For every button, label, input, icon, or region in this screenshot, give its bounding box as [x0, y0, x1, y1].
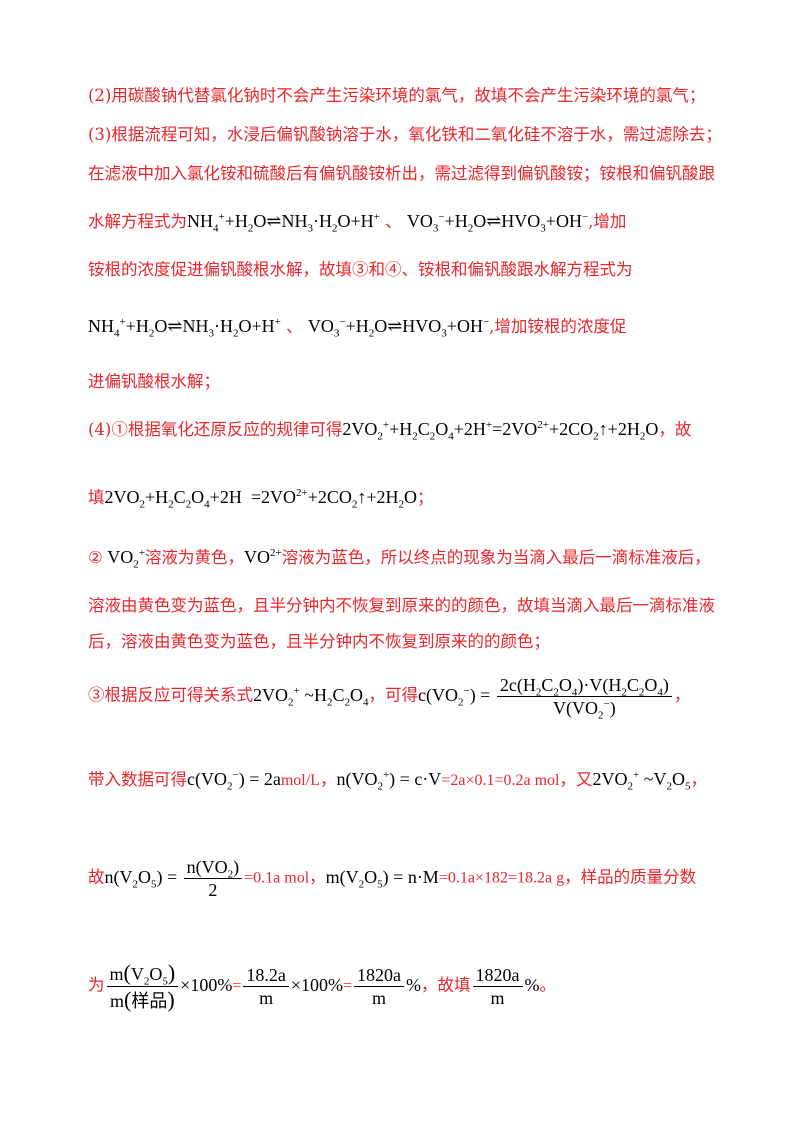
p3-line3-tail: ,增加 [588, 212, 627, 231]
p4b-line2-text: 溶液由黄色变为蓝色，且半分钟内不恢复到原来的的颜色，故填当滴入最后一滴标准液 [88, 596, 715, 615]
mass-fraction-formula: m(V2O5)m(样品)×100% [105, 962, 233, 1011]
p3-line1-text: (3)根据流程可知，水浸后偏钒酸钠溶于水，氧化铁和二氧化硅不溶于水，需过滤除去； [88, 125, 722, 144]
percent-a: % [406, 974, 422, 995]
paragraph-3-line-6: 进偏钒酸根水解； [88, 372, 740, 391]
ammonium-hydrolysis-equation-repeat: NH4++H2O⇌NH3·H2O+H+ [88, 316, 281, 340]
mass-formula: m(V2O5) = n·M [325, 866, 439, 891]
relation-v2o5: 2VO2+ ~V2O5 [592, 769, 691, 793]
concentration-value: c(VO2−) = 2a [187, 769, 281, 793]
p4b-line3-text: 后，溶液由黄色变为蓝色，且半分钟内不恢复到原来的的颜色； [88, 632, 550, 651]
p4c-line1-lead: ③根据反应可得关系式 [88, 685, 253, 705]
paragraph-4c-line-3: 故n(V2O5) = n(VO2)2=0.1a mol，m(V2O5) = n·… [88, 858, 740, 899]
relation-formula: 2VO2+ ~H2C2O4 [253, 684, 369, 709]
p4c-line4-lead: 为 [88, 975, 105, 995]
vo-2plus-ion: VO2+ [244, 547, 282, 567]
p4c-line2-unit: mol/L [280, 772, 320, 789]
p3-line3-lead: 水解方程式为 [88, 212, 187, 231]
sample-label: 样品 [131, 991, 168, 1011]
v2o5-moles-fraction: n(VO2)2 [183, 858, 243, 899]
p3-line5-sep: 、 [286, 317, 303, 336]
p3-line3-sep: 、 [385, 212, 402, 231]
p4b-line1-mid1: 溶液为黄色， [145, 548, 245, 567]
paragraph-4c-line-2: 带入数据可得c(VO2−) = 2amol/L，n(VO2+) = c·V=2a… [88, 769, 740, 793]
paragraph-4-line-1: (4)①根据氧化还原反应的规律可得2VO2++H2C2O4+2H+=2VO2++… [88, 419, 740, 443]
p4b-line1-lead: ② [88, 548, 103, 567]
vo2-plus-ion: VO2+ [102, 547, 146, 571]
p4c-line4-eq1: = [232, 977, 242, 995]
times-100-b: ×100% [290, 974, 344, 995]
p4c-line1-tail: ， [673, 685, 691, 705]
p3-line6-text: 进偏钒酸根水解； [88, 372, 220, 391]
moles-formula: n(VO2+) = c·V [336, 769, 442, 793]
redox-equation: 2VO2++H2C2O4+2H+=2VO2++2CO2↑+2H2O [342, 419, 659, 443]
paragraph-4-line-2: 填2VO2+H2C2O4+2H =2VO2++2CO2↑+2H2O； [88, 487, 740, 511]
p4-line1-lead: (4)①根据氧化还原反应的规律可得 [88, 420, 343, 439]
p2-text: (2)用碳酸钠代替氯化钠时不会产生污染环境的氯气，故填不会产生污染环境的氯气； [88, 86, 706, 105]
p4c-line3-lead: 故 [88, 867, 105, 887]
percent-b: % [524, 974, 540, 995]
p4c-line2-calc: =2a×0.1=0.2a mol [441, 772, 560, 789]
p4-line2-tail: ； [417, 488, 434, 507]
paragraph-3-line-5: NH4++H2O⇌NH3·H2O+H+ 、 VO3−+H2O⇌HVO3+OH−,… [88, 316, 740, 340]
p4-line1-tail: ，故 [658, 420, 692, 439]
times-100-a: ×100% [180, 974, 233, 995]
paragraph-4b-line-2: 溶液由黄色变为蓝色，且半分钟内不恢复到原来的的颜色，故填当滴入最后一滴标准液 [88, 596, 740, 615]
paragraph-4b-line-3: 后，溶液由黄色变为蓝色，且半分钟内不恢复到原来的的颜色； [88, 632, 740, 651]
paragraph-4b-line-1: ② VO2+溶液为黄色，VO2+溶液为蓝色，所以终点的现象为当滴入最后一滴标准液… [88, 547, 740, 571]
v2o5-moles-formula: n(V2O5) = n(VO2)2 [105, 858, 245, 899]
paragraph-4c-line-1: ③根据反应可得关系式2VO2+ ~H2C2O4，可得c(VO2−) = 2c(H… [88, 676, 740, 721]
paragraph-3-line-1: (3)根据流程可知，水浸后偏钒酸钠溶于水，氧化铁和二氧化硅不溶于水，需过滤除去； [88, 125, 740, 144]
paragraph-2: (2)用碳酸钠代替氯化钠时不会产生污染环境的氯气，故填不会产生污染环境的氯气； [88, 86, 740, 105]
ammonium-hydrolysis-equation: NH4++H2O⇌NH3·H2O+H+ [187, 211, 380, 235]
redox-equation-answer: 2VO2+H2C2O4+2H =2VO2++2CO2↑+2H2O [104, 487, 418, 511]
vanadate-hydrolysis-equation: VO3−+H2O⇌HVO3+OH− [406, 211, 589, 235]
p4c-line2-you: ，又 [559, 770, 593, 789]
p4c-line1-mid: ，可得 [368, 685, 418, 705]
p3-line5-tail: ,增加铵根的浓度促 [489, 317, 627, 336]
vanadate-hydrolysis-equation-repeat: VO3−+H2O⇌HVO3+OH− [307, 316, 490, 340]
p3-line2-text: 在滤液中加入氯化铵和硫酸后有偏钒酸铵析出，需过滤得到偏钒酸铵；铵根和偏钒酸跟 [88, 164, 715, 183]
p4c-line4-gu: ，故填 [421, 975, 471, 995]
p4-line2-lead: 填 [88, 488, 105, 507]
p4c-line3-tail: ，样品的质量分数 [564, 867, 697, 887]
paragraph-3-line-3: 水解方程式为NH4++H2O⇌NH3·H2O+H+ 、 VO3−+H2O⇌HVO… [88, 211, 740, 235]
p4c-line3-val2: =0.1a×182=18.2a g [438, 869, 565, 887]
p3-line4-text: 铵根的浓度促进偏钒酸根水解，故填③和④、铵根和偏钒酸跟水解方程式为 [88, 260, 633, 279]
p4c-line3-val1: =0.1a mol [244, 869, 310, 887]
p4c-line4-eq2: = [343, 977, 353, 995]
p4c-line2-tail: ， [690, 770, 707, 789]
p4c-line4-end: 。 [539, 975, 557, 995]
paragraph-3-line-4: 铵根的浓度促进偏钒酸根水解，故填③和④、铵根和偏钒酸跟水解方程式为 [88, 260, 740, 279]
p4c-line2-sep: ， [319, 770, 337, 789]
paragraph-3-line-2: 在滤液中加入氯化铵和硫酸后有偏钒酸铵析出，需过滤得到偏钒酸铵；铵根和偏钒酸跟 [88, 164, 740, 183]
concentration-formula: c(VO2−) = 2c(H2C2O4)·V(H2C2O4)V(VO2−) [418, 676, 674, 721]
p4c-line2-lead: 带入数据可得 [88, 770, 187, 789]
mass-fraction-ratio: m(V2O5)m(样品) [106, 962, 179, 1011]
concentration-fraction: 2c(H2C2O4)·V(H2C2O4)V(VO2−) [496, 676, 672, 721]
p4c-line3-sep: ， [309, 867, 326, 887]
p4b-line1-mid2: 溶液为蓝色，所以终点的现象为当滴入最后一滴标准液后， [281, 548, 711, 567]
